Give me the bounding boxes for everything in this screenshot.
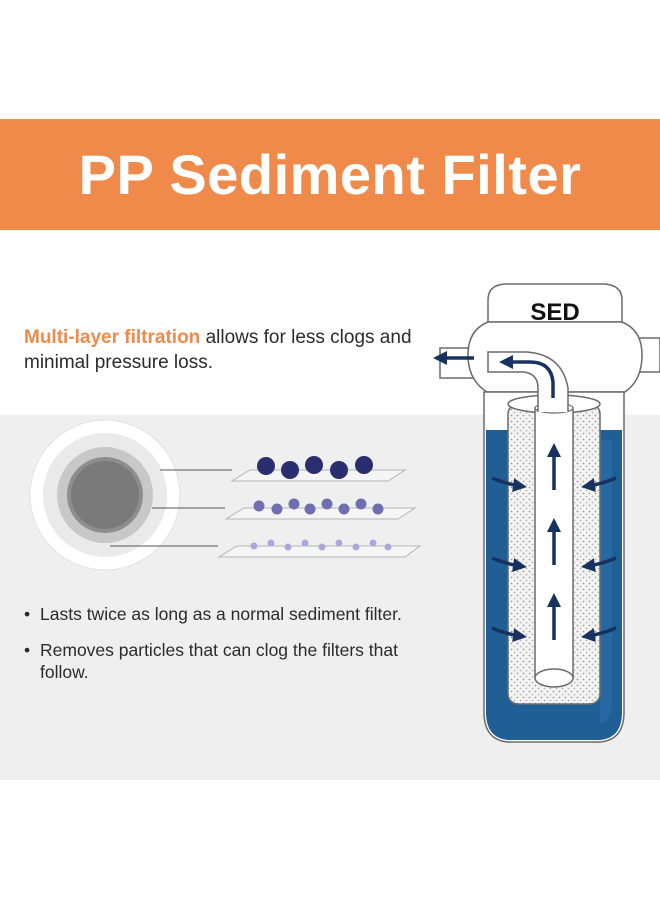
bullet-icon: • [24, 640, 31, 660]
intro-body: allows for less clogs and minimal pressu… [24, 327, 412, 373]
layer-medium-particles [224, 498, 417, 520]
bullet-text-2: Removes particles that can clog the filt… [40, 640, 398, 682]
page-title: PP Sediment Filter [78, 143, 582, 206]
layer-large-particles [230, 456, 407, 482]
bullet-text-1: Lasts twice as long as a normal sediment… [40, 604, 402, 624]
intro-highlight: Multi-layer filtration [24, 327, 201, 348]
list-item: • Removes particles that can clog the fil… [24, 639, 444, 683]
bullet-icon: • [24, 604, 31, 624]
intro-text: Multi-layer filtration allows for less c… [24, 325, 444, 375]
filter-cross-section-icon [29, 419, 181, 571]
layer-small-particles [217, 539, 422, 558]
filter-housing [439, 283, 660, 743]
leader-lines [110, 469, 232, 547]
arrow-icon [433, 351, 617, 642]
feature-list: • Lasts twice as long as a normal sedimen… [24, 603, 444, 697]
title-banner: PP Sediment Filter [0, 119, 660, 230]
housing-label: SED [530, 299, 579, 326]
list-item: • Lasts twice as long as a normal sedimen… [24, 603, 444, 625]
